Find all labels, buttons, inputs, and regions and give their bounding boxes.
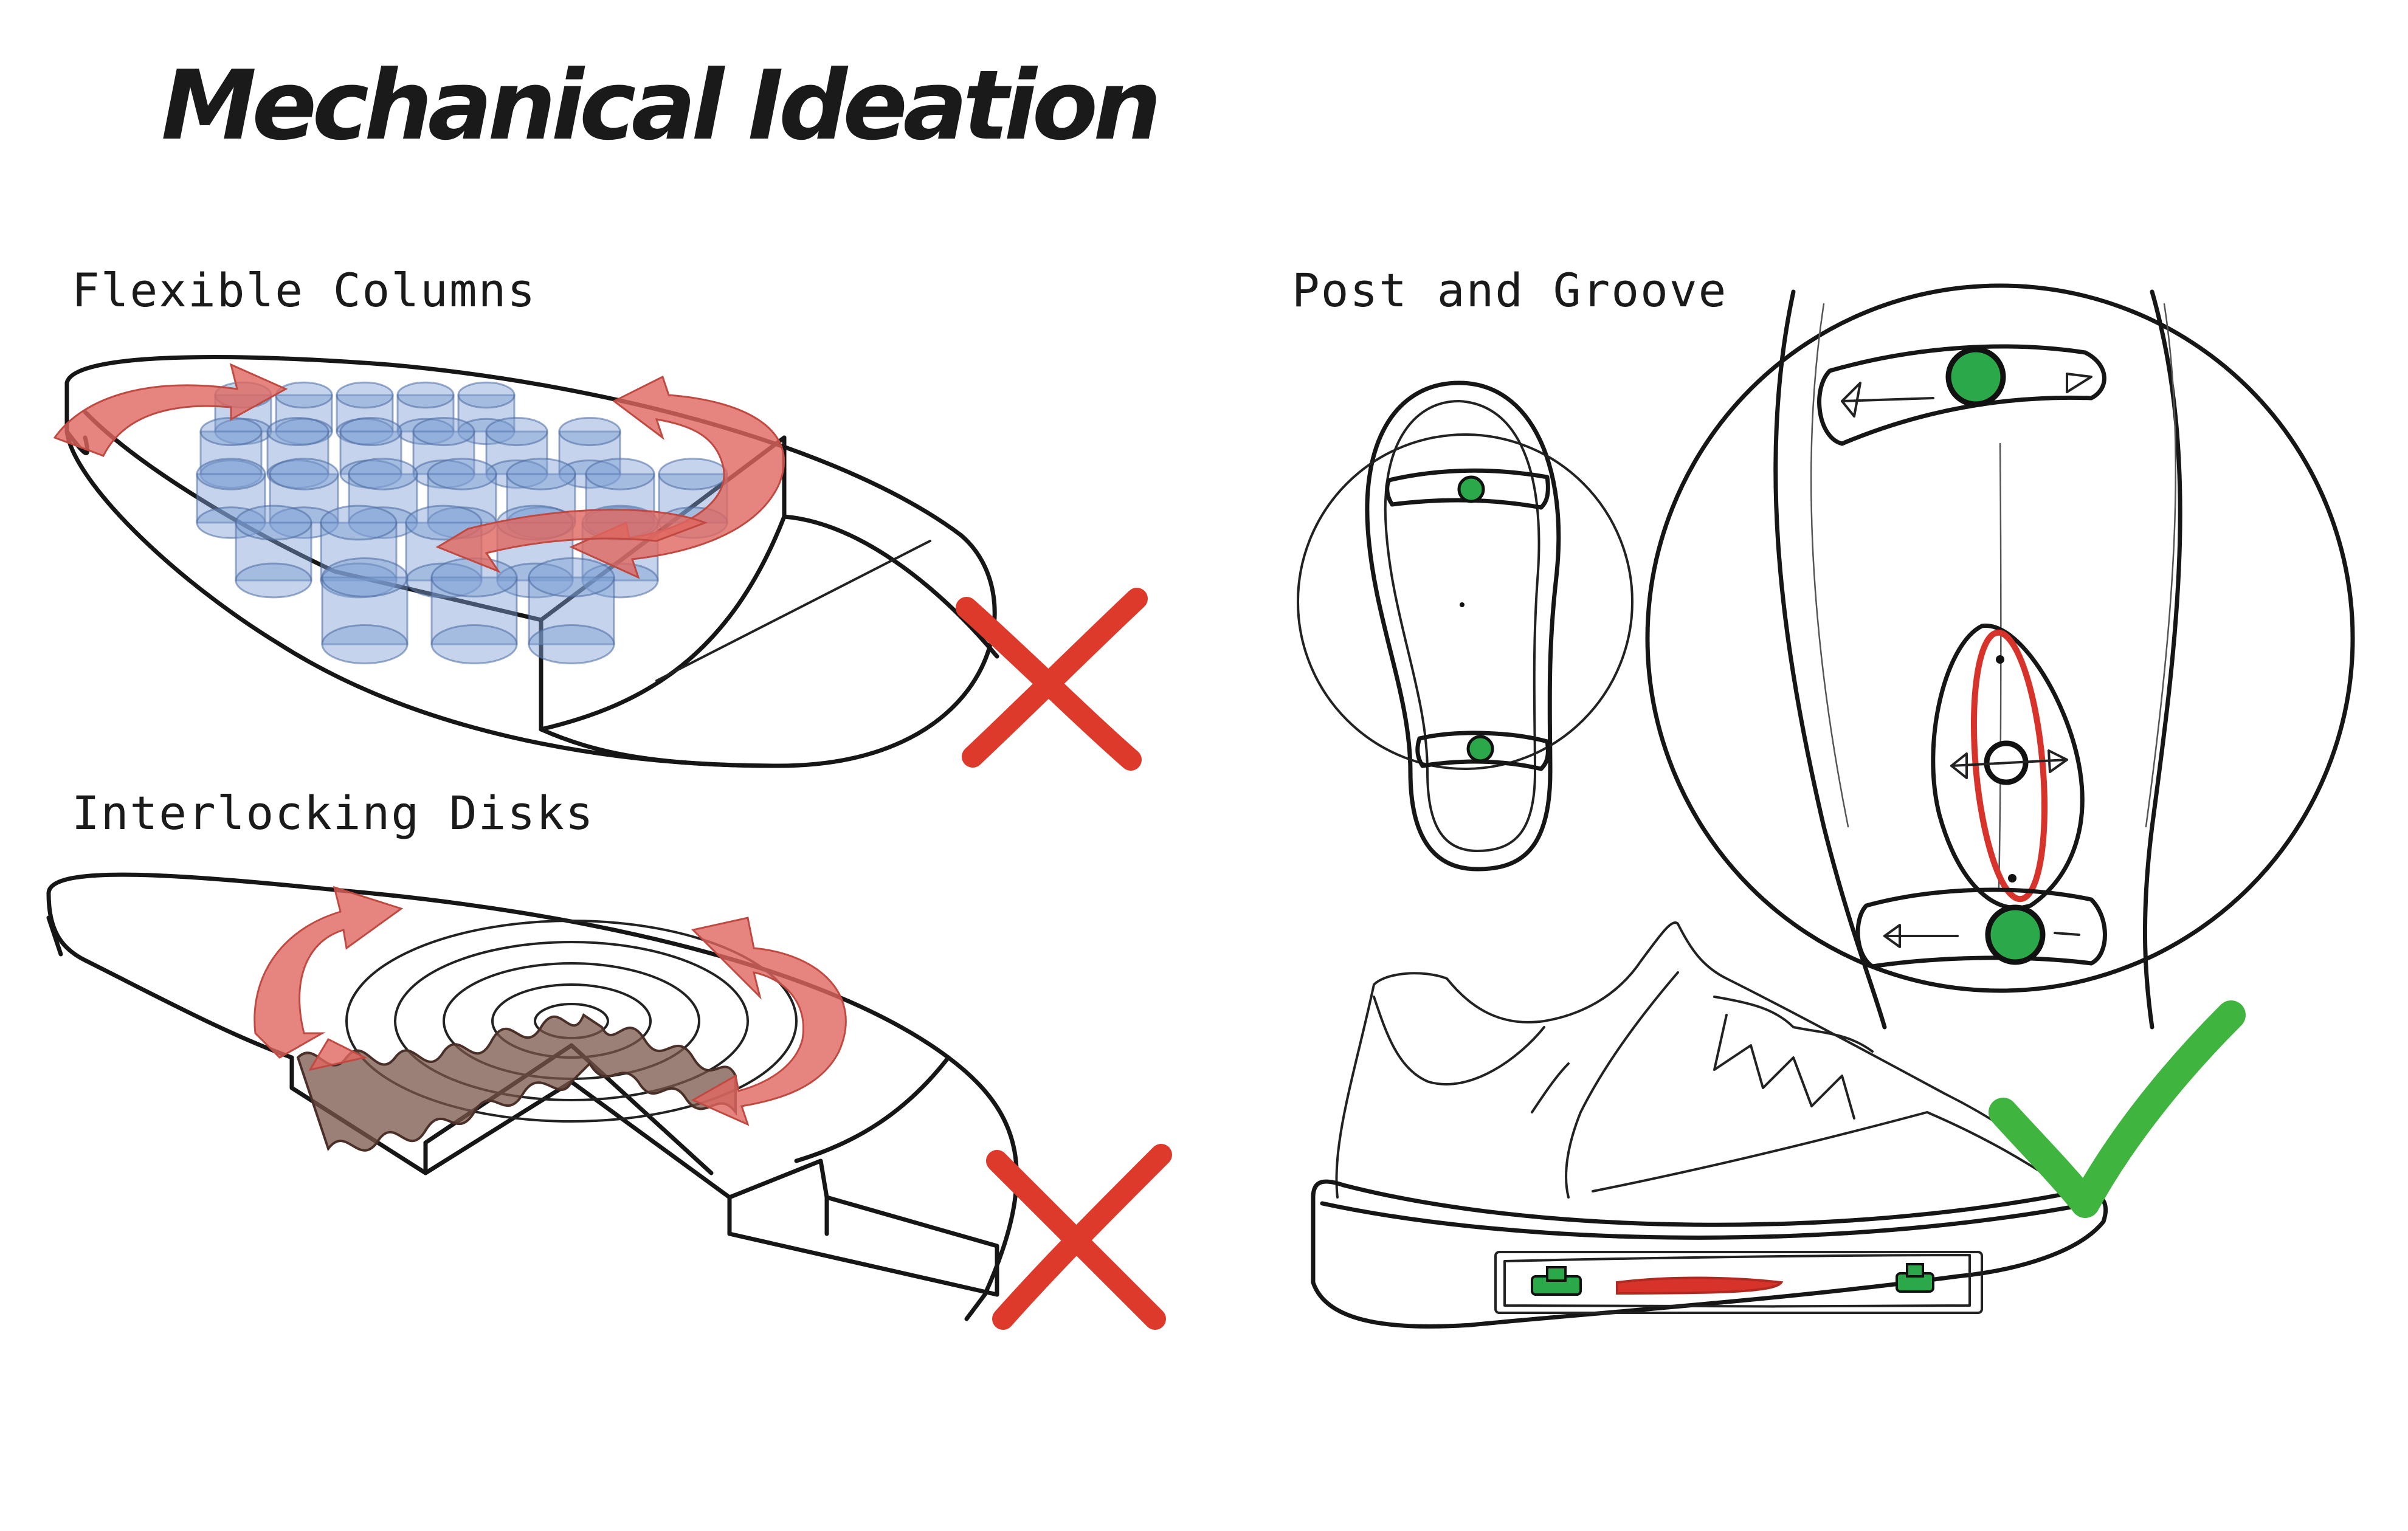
flexible-column [235,504,312,599]
detail-center-pivot [1931,624,2085,910]
insole-heel-groove [1415,731,1550,771]
flexible-column [196,458,266,539]
insole-top-outline [1365,380,1561,872]
heel-post [1466,735,1494,763]
insole-zoom-circle [1297,433,1634,770]
disks-concentric-rings [345,920,798,1123]
flexible-columns-sketch [53,355,999,768]
flexible-column [528,557,615,664]
check-mark-icon [1989,1000,2246,1218]
interlocking-disks-sketch [46,872,1019,1321]
detail-top-post [1945,346,2006,407]
flexible-column [321,557,409,664]
disks-insole-outline [46,872,1019,1321]
insole-front-groove [1385,468,1550,510]
disks-rotation-arrow-right [691,917,847,1126]
disks-rotation-arrow-left [254,886,404,1072]
shoe-sole [1311,1179,2108,1329]
columns-rotation-arrow-center [435,509,708,574]
flexible-column [320,504,398,599]
shoe-sole-track [1531,1263,1934,1296]
shoe-upper [1335,921,2092,1199]
detail-bottom-groove [1855,887,2107,969]
post-groove-detail-zoom [1645,283,2355,1030]
post-groove-shoe-side-view [1311,921,2108,1329]
front-post [1457,475,1485,503]
cross-mark-icon [986,1144,1172,1330]
columns-rotation-arrow-left [53,363,288,457]
cross-mark-icon [956,588,1148,771]
section-label-interlocking-disks: Interlocking Disks [72,786,595,840]
detail-zoom-circle [1645,283,2355,993]
section-label-flexible-columns: Flexible Columns [72,263,537,317]
shoe-red-slot [1616,1276,1784,1295]
page-title: Mechanical Ideation [161,50,1162,162]
flexible-column [457,381,516,446]
detail-bottom-post [1985,904,2046,965]
post-groove-insole-top-view [1297,380,1634,872]
section-label-post-and-groove: Post and Groove [1292,263,1728,317]
flexible-column [266,417,329,489]
flexible-column [430,557,518,664]
detail-top-groove [1817,344,2106,446]
disks-wave-cross-section [296,1013,737,1152]
